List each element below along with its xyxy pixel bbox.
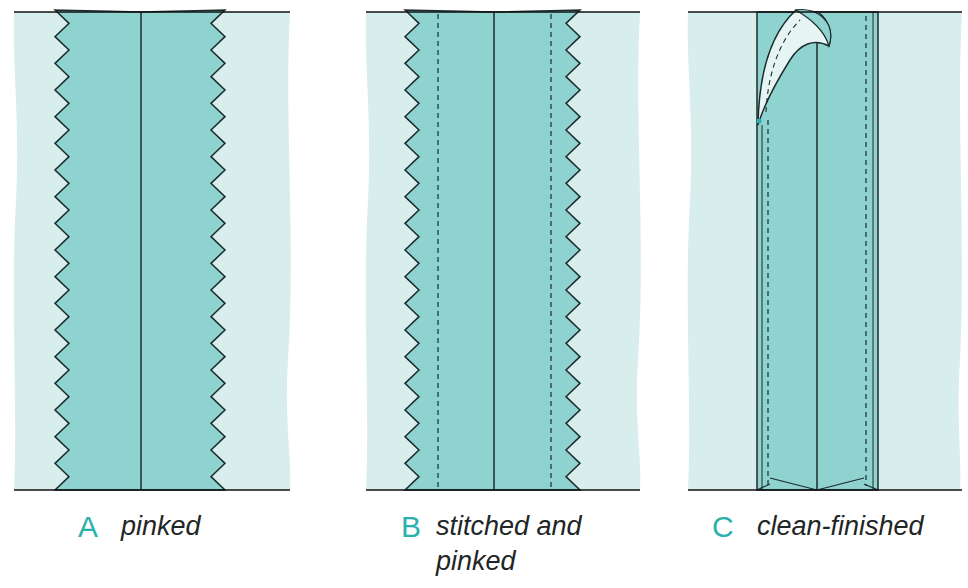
fabric-band	[688, 12, 962, 490]
fabric-edge	[688, 11, 962, 13]
seam-finish-name: stitched and pinked	[436, 509, 636, 579]
curled-flap	[758, 10, 831, 125]
fabric-edge	[366, 489, 640, 491]
clean-finished-seam	[757, 10, 879, 490]
thread-end	[757, 119, 762, 124]
seam-line	[493, 12, 495, 490]
folded-edge	[873, 12, 874, 490]
fabric-edge	[366, 11, 640, 13]
curled-flap-underside	[796, 10, 831, 46]
seam-line	[140, 12, 142, 490]
seam-allowance	[405, 10, 580, 490]
panel-letter: B	[401, 507, 421, 546]
edge-stitching	[437, 14, 438, 488]
fabric-edge	[14, 489, 290, 491]
panel-letter: C	[712, 507, 734, 546]
seam-line	[816, 12, 818, 490]
seam-allowance	[55, 10, 225, 490]
panel-letter: A	[78, 507, 98, 546]
fold-corner	[757, 478, 878, 490]
seam-finish-name: pinked	[121, 509, 201, 544]
seam-finish-name: clean-finished	[757, 509, 924, 544]
fabric-edge	[688, 489, 962, 491]
seam-allowances	[55, 10, 580, 490]
fabric-edge	[14, 11, 290, 13]
edge-stitching	[767, 120, 768, 486]
edge-stitching	[865, 16, 866, 486]
edge-stitching	[766, 20, 800, 112]
folded-edge	[762, 125, 763, 490]
edge-stitching	[550, 14, 551, 488]
fabric-edges	[14, 12, 962, 490]
